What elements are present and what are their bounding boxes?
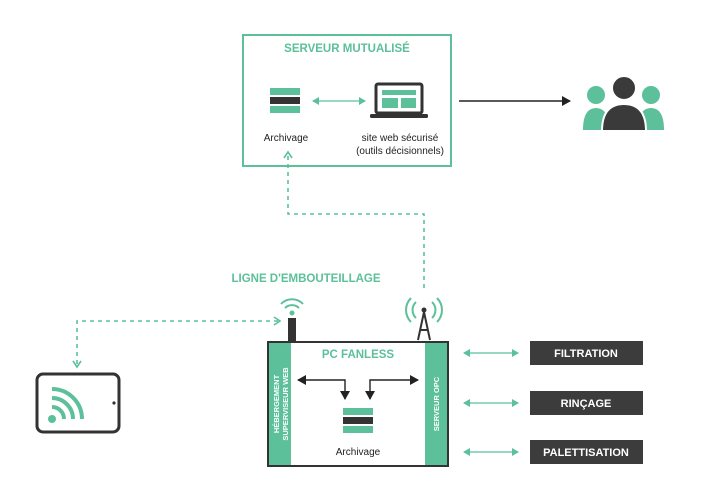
fanless-pc-box: HÉBERGEMENT SUPERVISEUR WEB SERVEUR OPC … [267, 341, 449, 467]
pc-internal-arrow-right [365, 375, 419, 400]
web-hosting-band-line1: HÉBERGEMENT [272, 374, 281, 433]
process-palletizing: PALETTISATION [463, 440, 643, 464]
pc-to-server-link [283, 150, 425, 288]
opc-server-band [425, 343, 447, 465]
database-stack-icon [270, 88, 300, 113]
process-label: FILTRATION [554, 348, 618, 360]
bottling-line-title: LIGNE D'EMBOUTEILLAGE [231, 273, 380, 285]
tablet-wifi-icon [35, 372, 121, 434]
opc-server-band-label: SERVEUR OPC [432, 376, 441, 431]
web-hosting-band-line2: SUPERVISEUR WEB [281, 367, 290, 441]
shared-server-title: SERVEUR MUTUALISÉ [284, 42, 410, 55]
laptop-icon [370, 82, 428, 118]
process-filtration: FILTRATION [463, 341, 643, 365]
web-supervisor-band [269, 343, 291, 465]
process-label: PALETTISATION [543, 447, 629, 459]
website-label-line1: site web sécurisé [362, 133, 439, 144]
shared-server-box: SERVEUR MUTUALISÉ Archivage site web séc… [242, 34, 452, 167]
pc-internal-arrow-left [297, 375, 350, 400]
database-stack-icon [343, 408, 373, 433]
fanless-pc-title: PC FANLESS [322, 349, 395, 361]
process-label: RINÇAGE [561, 398, 612, 410]
server-archiving-label: Archivage [264, 133, 309, 144]
users-group-icon [583, 75, 664, 132]
pc-archiving-label: Archivage [336, 447, 381, 458]
wifi-antenna-icon [280, 298, 304, 342]
wifi-to-tablet-link [72, 316, 282, 369]
process-rinsing: RINÇAGE [463, 391, 643, 415]
radio-tower-icon [405, 297, 443, 341]
website-label-line2: (outils décisionnels) [356, 146, 444, 157]
